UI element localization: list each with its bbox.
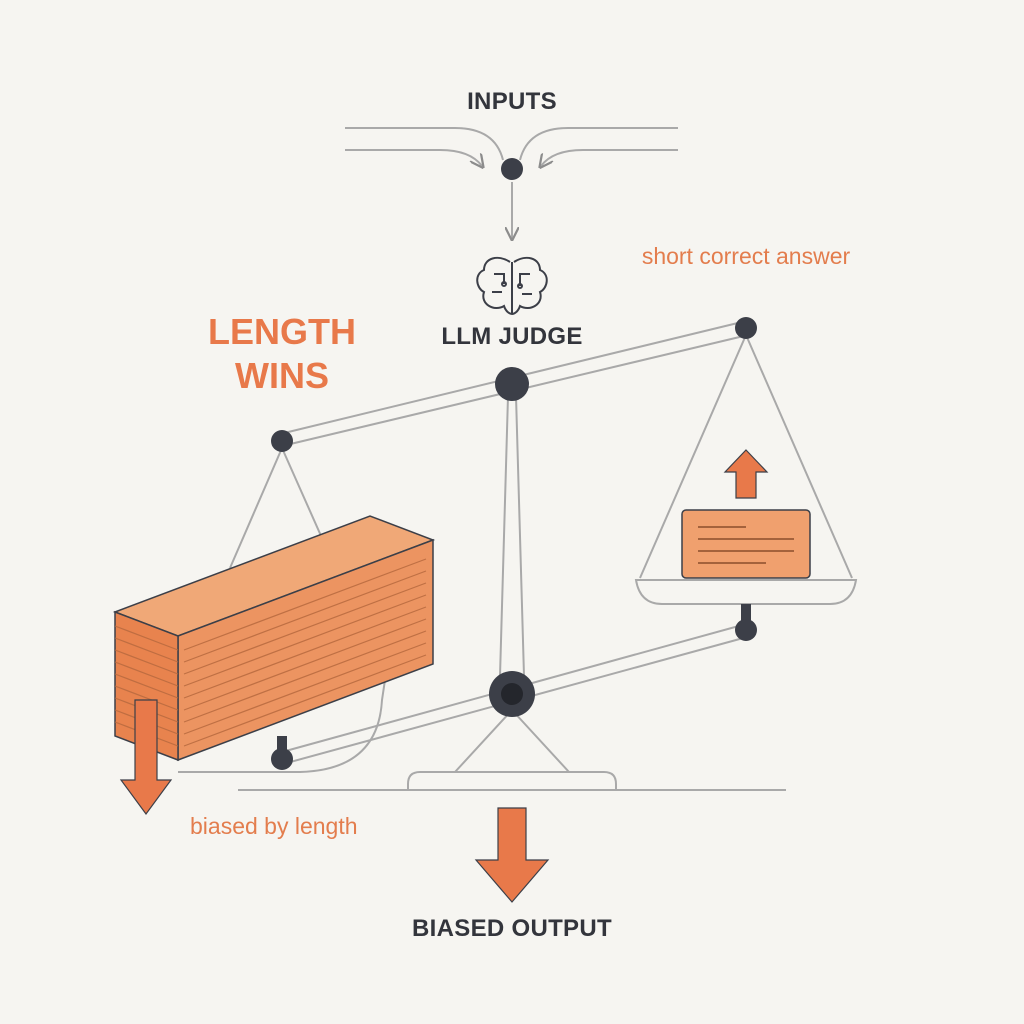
top-right-node [735, 317, 757, 339]
arrow-down-icon [119, 699, 173, 816]
biased-output-label: BIASED OUTPUT [412, 915, 612, 942]
input-lines [345, 127, 678, 238]
short-answer-card [681, 509, 811, 579]
scale-supports [277, 604, 751, 756]
top-pivot-node [495, 367, 529, 401]
short-answer-label: short correct answer [641, 243, 851, 269]
inputs-label: INPUTS [467, 88, 557, 115]
input-line-right-inner [541, 149, 678, 166]
base-legs [454, 709, 570, 773]
bottom-left-node [271, 748, 293, 770]
base-platform [407, 771, 617, 790]
input-line-left-inner [345, 149, 482, 166]
left-pan-rim [178, 679, 386, 773]
arrow-up-icon [723, 449, 769, 499]
bottom-right-node [735, 619, 757, 641]
input-line-left-outer [345, 127, 504, 161]
brain-circuit-icon [476, 256, 548, 315]
top-left-node [271, 430, 293, 452]
bottom-pivot-hub [501, 683, 523, 705]
center-pillar [499, 395, 525, 677]
input-line-right-outer [519, 127, 678, 161]
input-merge-node [501, 158, 523, 180]
length-wins-label: LENGTH WINS [208, 311, 356, 396]
right-pan-strings [639, 334, 853, 579]
right-pan [634, 579, 858, 605]
output-arrow-down-icon [474, 807, 550, 903]
long-answer-block [112, 515, 436, 762]
biased-by-length-label: biased by length [190, 813, 358, 839]
llm-judge-label: LLM JUDGE [441, 323, 583, 350]
